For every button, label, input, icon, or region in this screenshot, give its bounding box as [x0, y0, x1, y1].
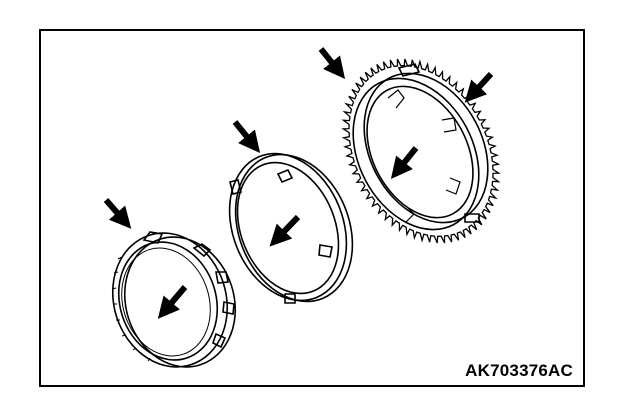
indicator-arrow [390, 146, 419, 180]
indicator-arrow [269, 214, 301, 247]
indicator-arrow [157, 285, 188, 319]
indicator-arrow [103, 198, 132, 229]
inner-synchronizer-ring [111, 231, 237, 368]
indicator-arrow [318, 47, 346, 80]
synchronizer-rings-illustration [103, 47, 501, 368]
synchronizer-cone [228, 152, 354, 304]
figure-frame: AK703376AC [39, 29, 585, 387]
indicator-arrow [464, 71, 494, 103]
indicator-arrow [232, 120, 261, 154]
indicator-arrows [103, 47, 494, 319]
outer-synchronizer-ring-toothed [341, 58, 501, 244]
figure-code: AK703376AC [465, 361, 573, 380]
